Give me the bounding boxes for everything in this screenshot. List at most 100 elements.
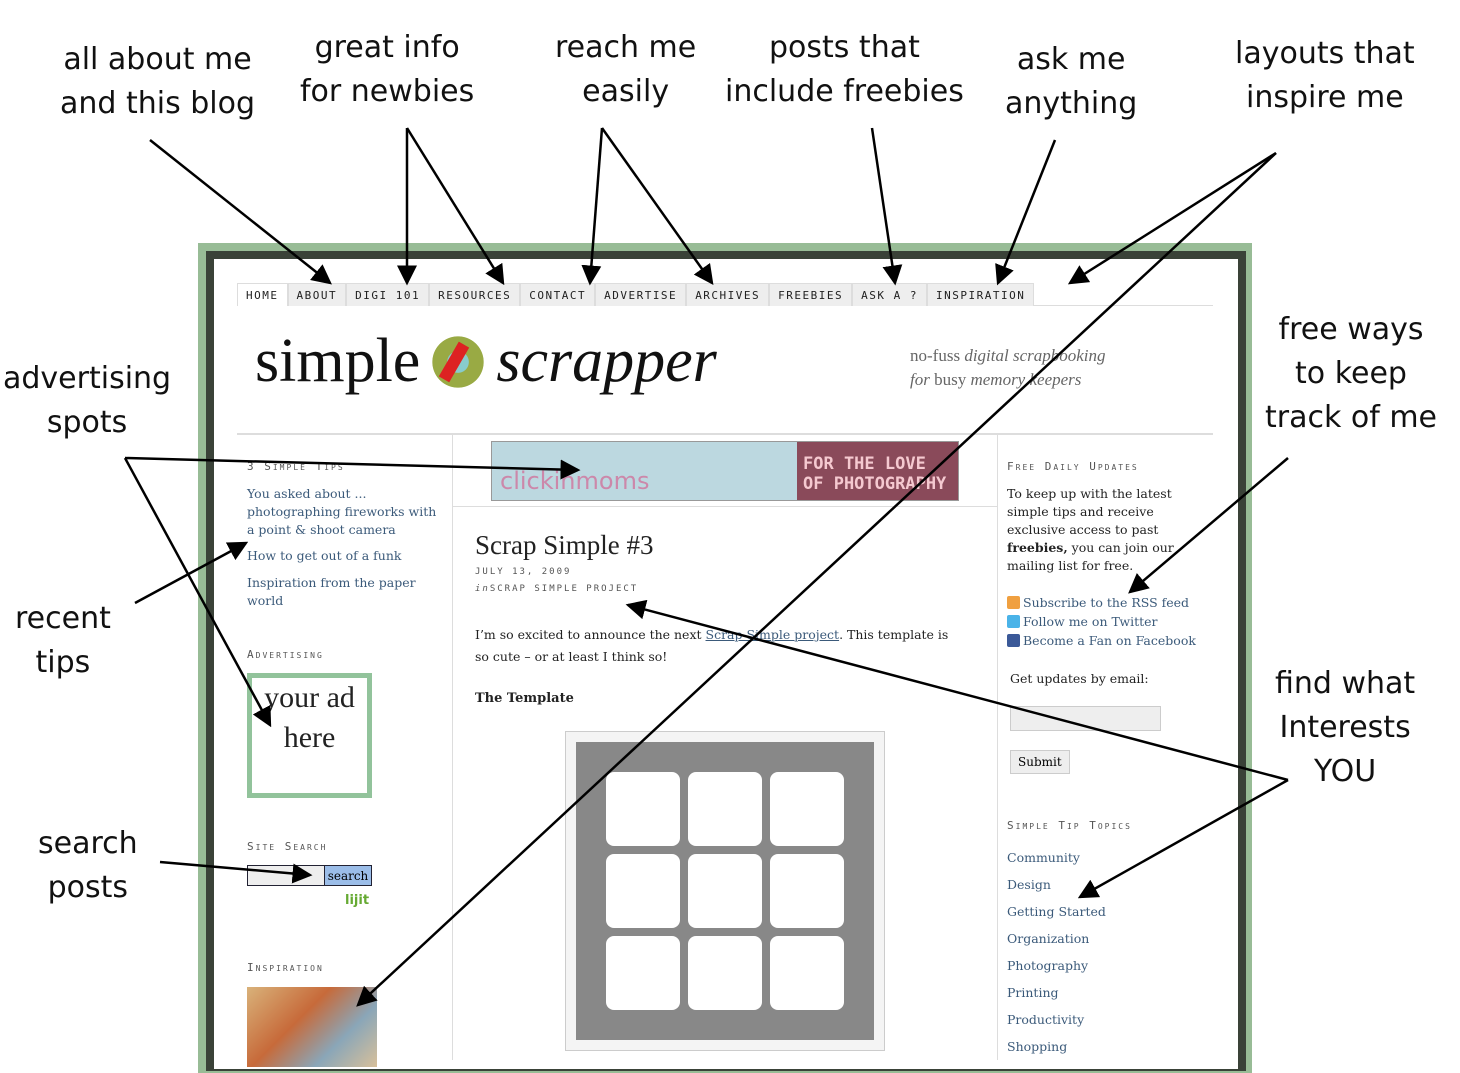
widget-title-updates: Free Daily Updates [1007,460,1139,473]
topic-link[interactable]: Shopping [1007,1039,1068,1054]
lijit-logo[interactable]: lijit [345,893,370,908]
twitter-icon [1007,615,1020,628]
column-divider [452,435,453,1060]
logo-word-simple: simple [255,327,421,395]
post-category: inSCRAP SIMPLE PROJECT [475,584,638,594]
nav-tab[interactable]: RESOURCES [429,283,521,306]
tagline-text: for [910,370,930,389]
template-grid [576,742,874,1040]
tip-link[interactable]: Inspiration from the paper world [247,575,416,608]
template-cell [688,854,762,928]
category-link[interactable]: SCRAP SIMPLE PROJECT [489,584,639,594]
topic-link[interactable]: Community [1007,850,1080,865]
tip-link[interactable]: How to get out of a funk [247,548,402,563]
nav-tab[interactable]: FREEBIES [769,283,853,306]
logo-word-scrapper: scrapper [496,327,717,395]
social-link-label: Follow me on Twitter [1023,614,1158,629]
annotation-arrow [1077,778,1289,899]
annotation-arrow [134,541,249,605]
annotation-arrow [625,599,1289,782]
submit-button[interactable]: Submit [1010,750,1070,774]
annotation-arrow [581,127,604,286]
banner-right: FOR THE LOVE OF PHOTOGRAPHY [797,442,958,500]
widget-title-topics: Simple Tip Topics [1007,819,1132,832]
annotation-arrow [124,456,581,480]
topic-link[interactable]: Design [1007,877,1051,892]
tip-link[interactable]: You asked about ... photographing firewo… [247,486,437,537]
template-cell [606,772,680,846]
annotation-arrow [405,127,505,286]
updates-text-part: To keep up with the latest simple tips a… [1007,486,1172,537]
rss-icon [1007,596,1020,609]
social-link-label: Subscribe to the RSS feed [1023,595,1190,610]
updates-text: To keep up with the latest simple tips a… [1007,485,1187,575]
template-cell [770,936,844,1010]
template-preview-image[interactable] [565,731,885,1051]
post-title[interactable]: Scrap Simple #3 [475,530,654,560]
annotation-arrow [995,139,1057,286]
header-divider [237,433,1213,435]
ad-spot[interactable]: your ad here [247,673,372,798]
annotation-arrow [356,152,1277,1007]
template-cell [688,936,762,1010]
tagline-text: digital scrapbooking [964,346,1106,365]
site-logo[interactable]: simple scrapper [255,326,717,397]
annotation-arrow [870,127,903,286]
social-link[interactable]: Become a Fan on Facebook [1007,631,1196,650]
body-text: . This template is so cute – or at least… [475,627,949,664]
nav-tab[interactable]: ARCHIVES [686,283,770,306]
tagline-text: busy [929,370,971,389]
template-cell [688,772,762,846]
banner-divider [453,506,997,507]
annotation-arrow [159,860,313,884]
topic-link[interactable]: Photography [1007,958,1089,973]
nav-tab[interactable]: CONTACT [520,283,596,306]
email-label: Get updates by email: [1010,671,1149,686]
post-subheading: The Template [475,691,574,706]
annotation-arrow [149,139,332,285]
tagline-text: memory keepers [970,370,1082,389]
social-link[interactable]: Subscribe to the RSS feed [1007,593,1196,612]
template-cell [606,854,680,928]
in-label: in [475,584,490,594]
scrap-simple-link[interactable]: Scrap Simple project [705,627,840,642]
nav-tab[interactable]: HOME [237,283,288,306]
search-button[interactable]: search [324,866,371,885]
annotation-arrow [1067,151,1277,285]
nav-tab[interactable]: INSPIRATION [927,283,1035,306]
column-divider [997,435,998,1060]
widget-title-search: Site Search [247,840,328,853]
post-date: JULY 13, 2009 [475,567,572,577]
template-cell [770,772,844,846]
widget-title-inspiration: Inspiration [247,961,324,974]
tagline-text: no-fuss [910,346,965,365]
topic-link[interactable]: Productivity [1007,1012,1085,1027]
annotation-arrow [600,127,714,286]
topic-link[interactable]: Printing [1007,985,1059,1000]
topic-link[interactable]: Getting Started [1007,904,1106,919]
inspiration-thumbnail[interactable] [247,987,377,1067]
topic-link[interactable]: Organization [1007,931,1090,946]
body-text: I’m so excited to announce the next [475,627,706,642]
updates-text-part: you can join our mailing list for free. [1007,540,1174,573]
nav-tab[interactable]: ADVERTISE [595,283,687,306]
post-body: I’m so excited to announce the next Scra… [475,624,965,668]
updates-text-bold: freebies, [1007,540,1068,555]
template-cell [606,936,680,1010]
annotation-arrow [123,457,272,728]
nav-tab[interactable]: DIGI 101 [346,283,430,306]
social-link[interactable]: Follow me on Twitter [1007,612,1196,631]
